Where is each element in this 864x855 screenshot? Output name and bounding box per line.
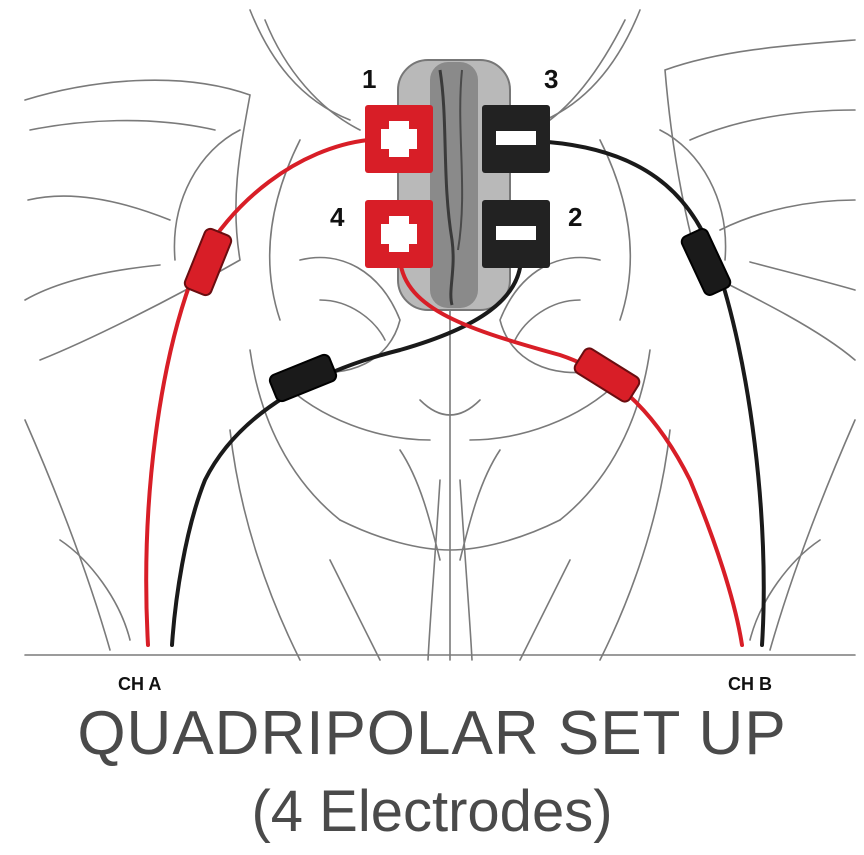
electrode-pad-3 bbox=[482, 105, 550, 173]
ch-a-black-connector bbox=[268, 353, 338, 403]
ch-b-black-connector bbox=[680, 227, 732, 297]
electrode-number-1: 1 bbox=[362, 64, 376, 94]
diagram-title: QUADRIPOLAR SET UP bbox=[0, 698, 864, 769]
quadripolar-electrode-diagram: 1 3 4 2 CH A CH B bbox=[0, 0, 864, 700]
electrode-number-4: 4 bbox=[330, 202, 345, 232]
electrode-number-3: 3 bbox=[544, 64, 558, 94]
channel-b-label: CH B bbox=[728, 674, 772, 694]
channel-a-label: CH A bbox=[118, 674, 161, 694]
electrode-pad-1 bbox=[365, 105, 433, 173]
ch-b-red-connector bbox=[572, 346, 641, 404]
electrode-pad-4 bbox=[365, 200, 433, 268]
ch-a-red-connector bbox=[183, 227, 233, 297]
diagram-subtitle: (4 Electrodes) bbox=[0, 778, 864, 845]
ch-b-red-wire bbox=[400, 260, 742, 645]
neck-treatment-area bbox=[398, 60, 510, 310]
electrode-pad-2 bbox=[482, 200, 550, 268]
electrode-number-2: 2 bbox=[568, 202, 582, 232]
